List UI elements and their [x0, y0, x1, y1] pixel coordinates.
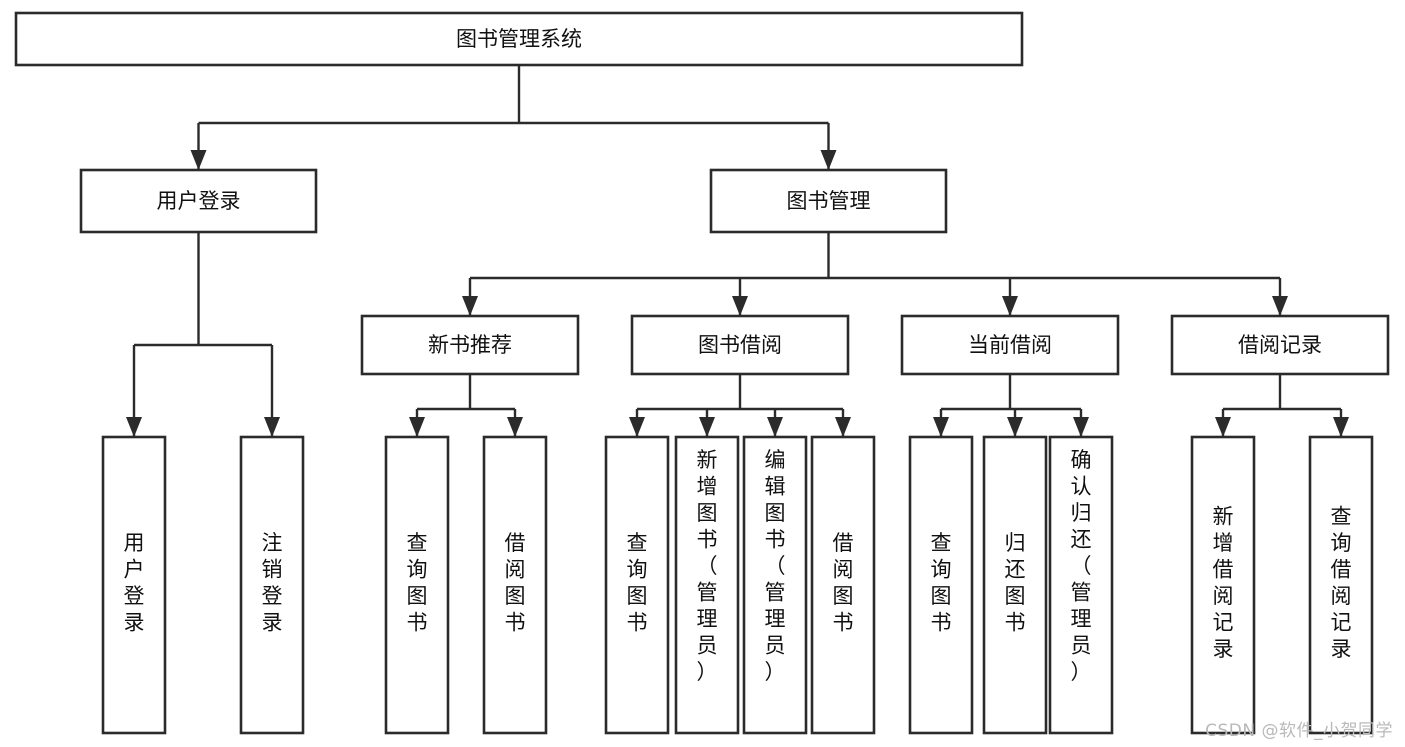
- arrow-head-icon: [1333, 417, 1349, 437]
- arrow-head-icon: [462, 296, 478, 316]
- edge-group-new-book-rec: [409, 374, 523, 437]
- node-box-book-borrow: [630, 314, 850, 376]
- node-box-leaf-user-login: [101, 435, 167, 735]
- node-label-current-borrow: 当前借阅: [968, 333, 1052, 357]
- node-box-root: [14, 11, 1024, 67]
- node-book-manage[interactable]: 图书管理: [709, 168, 948, 234]
- arrow-head-icon: [1215, 417, 1231, 437]
- node-box-leaf-add-book: [674, 435, 740, 735]
- node-label-book-manage: 图书管理: [787, 189, 871, 213]
- arrow-head-icon: [732, 296, 748, 316]
- edge-group-user-login: [126, 232, 280, 437]
- arrow-head-icon: [629, 417, 645, 437]
- arrow-head-icon: [126, 417, 142, 437]
- node-leaf-add-book[interactable]: 新增图书（管理员）: [674, 435, 740, 735]
- node-box-leaf-query-book-1: [384, 435, 450, 735]
- node-label-leaf-borrow-book-1: 借阅图书: [505, 531, 526, 635]
- arrow-head-icon: [1002, 296, 1018, 316]
- node-label-book-borrow: 图书借阅: [698, 333, 782, 357]
- node-label-leaf-return-book: 归还图书: [1005, 531, 1026, 635]
- node-box-leaf-query-book-2: [604, 435, 670, 735]
- node-box-leaf-confirm-return: [1048, 435, 1114, 735]
- node-leaf-add-record[interactable]: 新增借阅记录: [1190, 435, 1256, 735]
- arrow-head-icon: [820, 150, 837, 170]
- node-label-new-book-rec: 新书推荐: [428, 333, 512, 357]
- node-leaf-query-book-1[interactable]: 查询图书: [384, 435, 450, 735]
- node-new-book-rec[interactable]: 新书推荐: [360, 314, 580, 376]
- arrow-head-icon: [1272, 296, 1288, 316]
- node-box-leaf-borrow-book-2: [810, 435, 876, 735]
- node-leaf-query-record[interactable]: 查询借阅记录: [1308, 435, 1374, 735]
- node-layer: 图书管理系统用户登录图书管理新书推荐图书借阅当前借阅借阅记录用户登录注销登录查询…: [14, 11, 1390, 735]
- node-label-leaf-logout: 注销登录: [262, 531, 283, 635]
- arrow-head-icon: [933, 417, 949, 437]
- node-box-leaf-query-record: [1308, 435, 1374, 735]
- node-book-borrow[interactable]: 图书借阅: [630, 314, 850, 376]
- node-label-user-login: 用户登录: [157, 189, 241, 213]
- node-box-leaf-logout: [239, 435, 305, 735]
- node-box-new-book-rec: [360, 314, 580, 376]
- edge-group-book-borrow: [629, 374, 851, 437]
- arrow-head-icon: [767, 417, 783, 437]
- arrow-head-icon: [190, 150, 207, 170]
- node-box-leaf-query-book-3: [908, 435, 974, 735]
- node-leaf-query-book-2[interactable]: 查询图书: [604, 435, 670, 735]
- node-label-leaf-add-record: 新增借阅记录: [1213, 505, 1234, 662]
- edge-group-current-borrow: [933, 374, 1089, 437]
- node-box-leaf-edit-book: [742, 435, 808, 735]
- node-leaf-edit-book[interactable]: 编辑图书（管理员）: [742, 435, 808, 735]
- node-current-borrow[interactable]: 当前借阅: [900, 314, 1120, 376]
- node-box-leaf-return-book: [982, 435, 1048, 735]
- node-root[interactable]: 图书管理系统: [14, 11, 1024, 67]
- node-label-leaf-query-record: 查询借阅记录: [1331, 505, 1352, 662]
- node-box-user-login: [79, 168, 318, 234]
- node-box-current-borrow: [900, 314, 1120, 376]
- node-label-leaf-query-book-2: 查询图书: [627, 531, 648, 635]
- node-leaf-borrow-book-1[interactable]: 借阅图书: [482, 435, 548, 735]
- arrow-head-icon: [835, 417, 851, 437]
- node-box-borrow-record: [1170, 314, 1390, 376]
- node-label-leaf-borrow-book-2: 借阅图书: [833, 531, 854, 635]
- node-leaf-logout[interactable]: 注销登录: [239, 435, 305, 735]
- arrow-head-icon: [409, 417, 425, 437]
- arrow-head-icon: [699, 417, 715, 437]
- node-label-leaf-confirm-return: 确认归还（管理员）: [1071, 448, 1092, 684]
- node-borrow-record[interactable]: 借阅记录: [1170, 314, 1390, 376]
- node-box-leaf-add-record: [1190, 435, 1256, 735]
- node-box-book-manage: [709, 168, 948, 234]
- node-user-login[interactable]: 用户登录: [79, 168, 318, 234]
- node-label-borrow-record: 借阅记录: [1238, 333, 1322, 357]
- edge-group-book-manage: [462, 232, 1288, 316]
- arrow-head-icon: [1007, 417, 1023, 437]
- node-label-leaf-query-book-3: 查询图书: [931, 531, 952, 635]
- node-label-leaf-add-book: 新增图书（管理员）: [697, 448, 718, 684]
- node-leaf-user-login[interactable]: 用户登录: [101, 435, 167, 735]
- node-leaf-confirm-return[interactable]: 确认归还（管理员）: [1048, 435, 1114, 735]
- arrow-head-icon: [1073, 417, 1089, 437]
- arrow-head-icon: [507, 417, 523, 437]
- node-label-root: 图书管理系统: [456, 27, 582, 51]
- node-leaf-borrow-book-2[interactable]: 借阅图书: [810, 435, 876, 735]
- node-box-leaf-borrow-book-1: [482, 435, 548, 735]
- node-leaf-return-book[interactable]: 归还图书: [982, 435, 1048, 735]
- node-label-leaf-edit-book: 编辑图书（管理员）: [765, 448, 786, 684]
- arrow-head-icon: [264, 417, 280, 437]
- edge-group-root: [190, 65, 837, 170]
- node-leaf-query-book-3[interactable]: 查询图书: [908, 435, 974, 735]
- connector-layer: [126, 65, 1349, 437]
- node-label-leaf-query-book-1: 查询图书: [407, 531, 428, 635]
- edge-group-borrow-record: [1215, 374, 1349, 437]
- node-label-leaf-user-login: 用户登录: [124, 531, 145, 635]
